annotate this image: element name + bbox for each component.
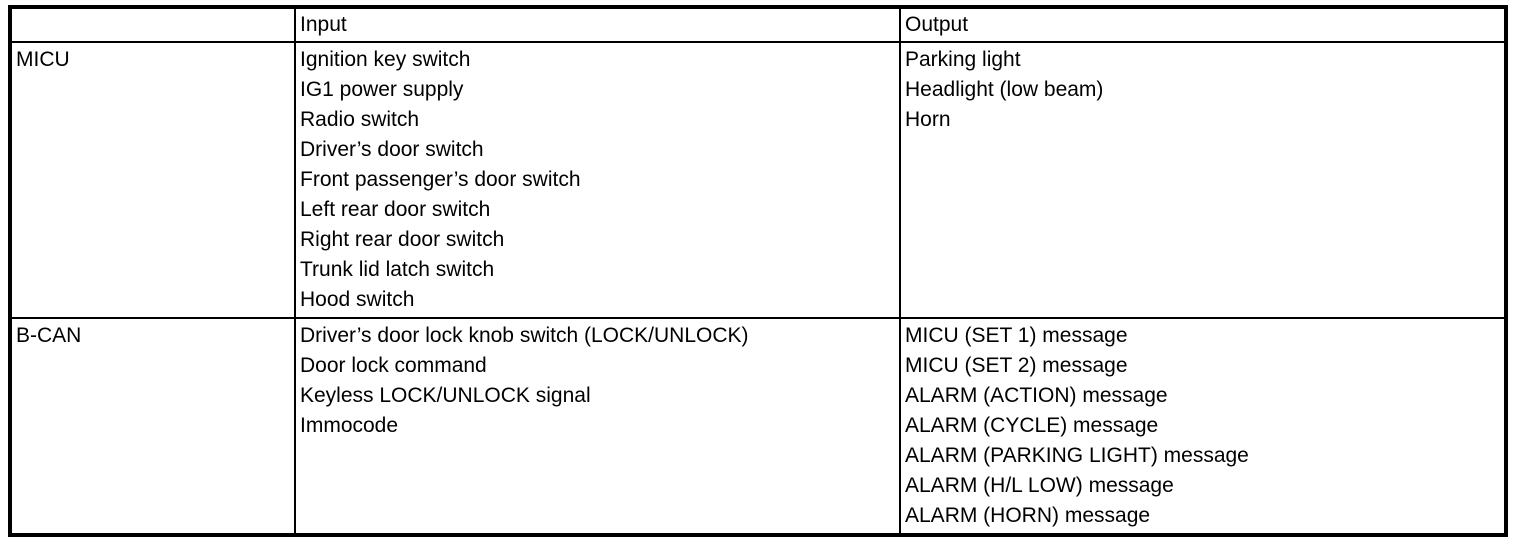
cell-line: Ignition key switch: [300, 48, 471, 71]
cell-line: ALARM (ACTION) message: [905, 384, 1168, 407]
cell-line: ALARM (HORN) message: [905, 504, 1151, 527]
cell-line: Immocode: [300, 414, 399, 437]
cell-line: Trunk lid latch switch: [300, 258, 495, 281]
cell-line: MICU (SET 1) message: [905, 324, 1128, 347]
cell-line: Keyless LOCK/UNLOCK signal: [300, 384, 591, 407]
cell-line: ALARM (CYCLE) message: [905, 414, 1159, 437]
cell-line: Left rear door switch: [300, 198, 491, 221]
cell-line: Hood switch: [300, 288, 415, 311]
cell-line: Driver’s door switch: [300, 138, 484, 161]
cell-line: Right rear door switch: [300, 228, 505, 251]
cell-line: Radio switch: [300, 108, 420, 131]
system-cell-micu: MICU: [9, 41, 296, 319]
cell-line: Door lock command: [300, 354, 487, 377]
cell-line: Driver’s door lock knob switch (LOCK/UNL…: [300, 324, 749, 347]
cell-line: ALARM (PARKING LIGHT) message: [905, 444, 1249, 467]
system-cell-bcan: B-CAN: [9, 317, 296, 536]
table-row-bcan: B-CAN Driver’s door lock knob switch (LO…: [9, 317, 1507, 536]
cell-line: ALARM (H/L LOW) message: [905, 474, 1174, 497]
cell-line: IG1 power supply: [300, 78, 464, 101]
header-cell-input: Input: [294, 6, 901, 43]
table-header-row: Input Output: [9, 6, 1507, 43]
cell-line: Horn: [905, 108, 951, 131]
cell-line: Headlight (low beam): [905, 78, 1104, 101]
cell-line: Front passenger’s door switch: [300, 168, 581, 191]
header-cell-system: [9, 6, 296, 43]
header-cell-output: Output: [899, 6, 1507, 43]
cell-line: MICU (SET 2) message: [905, 354, 1128, 377]
input-cell-bcan: Driver’s door lock knob switch (LOCK/UNL…: [294, 317, 901, 536]
cell-line: Parking light: [905, 48, 1021, 71]
